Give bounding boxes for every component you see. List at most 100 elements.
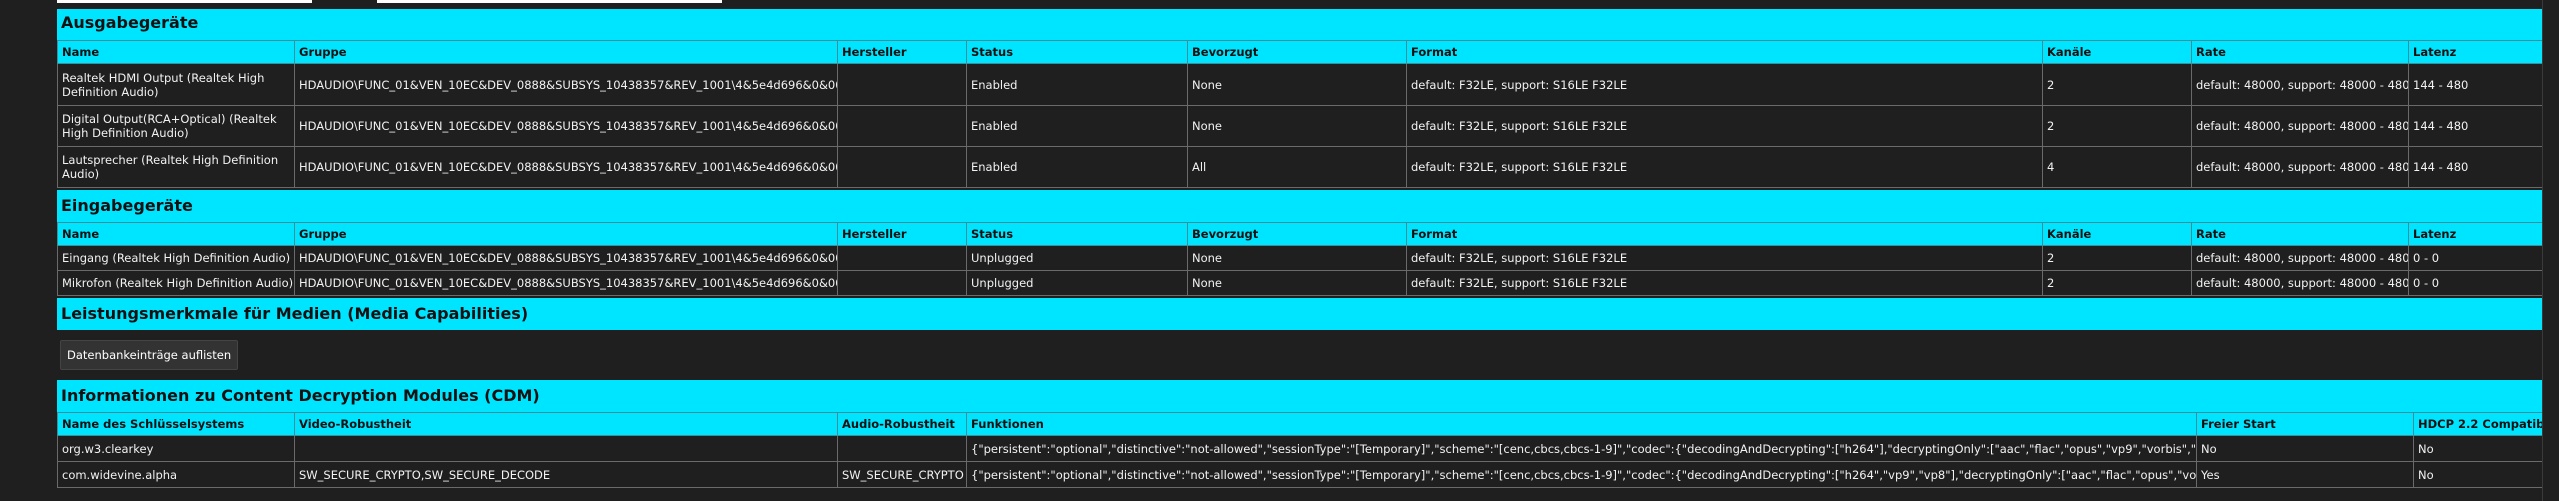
- cdm-header-row: Name des Schlüsselsystems Video-Robusthe…: [57, 412, 2544, 436]
- device-group: HDAUDIO\FUNC_01&VEN_10EC&DEV_0888&SUBSYS…: [294, 146, 838, 188]
- device-status: Unplugged: [966, 270, 1188, 296]
- table-row: Realtek HDMI Output (Realtek High Defini…: [57, 63, 2544, 106]
- input-devices-table: Name Gruppe Hersteller Status Bevorzugt …: [57, 222, 2544, 296]
- previous-table-edge: [57, 0, 312, 3]
- col-vendor: Hersteller: [837, 40, 967, 64]
- device-format: default: F32LE, support: S16LE F32LE: [1406, 105, 2043, 147]
- col-preferred: Bevorzugt: [1187, 222, 1407, 246]
- device-group: HDAUDIO\FUNC_01&VEN_10EC&DEV_0888&SUBSYS…: [294, 270, 838, 296]
- device-preferred: None: [1187, 105, 1407, 147]
- video-robustness: [294, 435, 838, 462]
- device-name: Mikrofon (Realtek High Definition Audio): [57, 270, 295, 296]
- col-audio-robustness: Audio-Robustheit: [837, 412, 967, 436]
- device-latency: 144 - 480: [2408, 63, 2544, 106]
- col-channels: Kanäle: [2042, 222, 2192, 246]
- device-status: Enabled: [966, 146, 1188, 188]
- device-rate: default: 48000, support: 48000 - 48000: [2191, 245, 2409, 271]
- col-channels: Kanäle: [2042, 40, 2192, 64]
- device-vendor: [837, 105, 967, 147]
- device-group: HDAUDIO\FUNC_01&VEN_10EC&DEV_0888&SUBSYS…: [294, 105, 838, 147]
- clear-lead: Yes: [2196, 461, 2414, 488]
- col-rate: Rate: [2191, 40, 2409, 64]
- input-devices-heading: Eingabegeräte: [57, 190, 2543, 222]
- capabilities: {"persistent":"optional","distinctive":"…: [966, 461, 2197, 488]
- col-group: Gruppe: [294, 222, 838, 246]
- key-system-name: org.w3.clearkey: [57, 435, 295, 462]
- device-latency: 0 - 0: [2408, 270, 2544, 296]
- col-format: Format: [1406, 222, 2043, 246]
- col-vendor: Hersteller: [837, 222, 967, 246]
- device-name: Digital Output(RCA+Optical) (Realtek Hig…: [57, 105, 295, 147]
- device-name: Realtek HDMI Output (Realtek High Defini…: [57, 63, 295, 106]
- device-channels: 2: [2042, 105, 2192, 147]
- hdcp-compatible: No: [2413, 435, 2544, 462]
- col-capabilities: Funktionen: [966, 412, 2197, 436]
- device-group: HDAUDIO\FUNC_01&VEN_10EC&DEV_0888&SUBSYS…: [294, 245, 838, 271]
- output-devices-heading: Ausgabegeräte: [57, 9, 2543, 45]
- table-row: Eingang (Realtek High Definition Audio) …: [57, 245, 2544, 271]
- table-row: org.w3.clearkey {"persistent":"optional"…: [57, 435, 2544, 462]
- device-rate: default: 48000, support: 48000 - 48000: [2191, 105, 2409, 147]
- table-row: Digital Output(RCA+Optical) (Realtek Hig…: [57, 105, 2544, 147]
- device-format: default: F32LE, support: S16LE F32LE: [1406, 146, 2043, 188]
- col-video-robustness: Video-Robustheit: [294, 412, 838, 436]
- device-latency: 144 - 480: [2408, 105, 2544, 147]
- device-latency: 144 - 480: [2408, 146, 2544, 188]
- device-vendor: [837, 146, 967, 188]
- device-latency: 0 - 0: [2408, 245, 2544, 271]
- device-vendor: [837, 270, 967, 296]
- device-preferred: None: [1187, 270, 1407, 296]
- col-clear-lead: Freier Start: [2196, 412, 2414, 436]
- device-channels: 2: [2042, 63, 2192, 106]
- list-database-entries-button[interactable]: Datenbankeinträge auflisten: [60, 340, 239, 370]
- col-rate: Rate: [2191, 222, 2409, 246]
- video-robustness: SW_SECURE_CRYPTO,SW_SECURE_DECODE: [294, 461, 838, 488]
- media-capabilities-section: Datenbankeinträge auflisten: [57, 330, 2543, 378]
- device-status: Enabled: [966, 63, 1188, 106]
- media-capabilities-heading: Leistungsmerkmale für Medien (Media Capa…: [57, 298, 2543, 330]
- device-format: default: F32LE, support: S16LE F32LE: [1406, 245, 2043, 271]
- device-name: Eingang (Realtek High Definition Audio): [57, 245, 295, 271]
- about-support-page: Ausgabegeräte Name Gruppe Hersteller Sta…: [57, 0, 2544, 501]
- table-row: Lautsprecher (Realtek High Definition Au…: [57, 146, 2544, 188]
- col-hdcp: HDCP 2.2 Compatible: [2413, 412, 2544, 436]
- device-format: default: F32LE, support: S16LE F32LE: [1406, 270, 2043, 296]
- device-rate: default: 48000, support: 48000 - 48000: [2191, 270, 2409, 296]
- clear-lead: No: [2196, 435, 2414, 462]
- col-preferred: Bevorzugt: [1187, 40, 1407, 64]
- device-vendor: [837, 63, 967, 106]
- device-format: default: F32LE, support: S16LE F32LE: [1406, 63, 2043, 106]
- device-channels: 4: [2042, 146, 2192, 188]
- cdm-table: Name des Schlüsselsystems Video-Robusthe…: [57, 412, 2544, 488]
- col-name: Name: [57, 40, 295, 64]
- device-channels: 2: [2042, 270, 2192, 296]
- device-rate: default: 48000, support: 48000 - 48000: [2191, 146, 2409, 188]
- previous-table-edge-2: [377, 0, 722, 3]
- col-latency: Latenz: [2408, 40, 2544, 64]
- device-status: Enabled: [966, 105, 1188, 147]
- device-status: Unplugged: [966, 245, 1188, 271]
- col-format: Format: [1406, 40, 2043, 64]
- device-preferred: None: [1187, 245, 1407, 271]
- scrollbar-track[interactable]: [2542, 0, 2559, 501]
- col-status: Status: [966, 222, 1188, 246]
- col-latency: Latenz: [2408, 222, 2544, 246]
- key-system-name: com.widevine.alpha: [57, 461, 295, 488]
- col-group: Gruppe: [294, 40, 838, 64]
- cdm-heading: Informationen zu Content Decryption Modu…: [57, 380, 2543, 412]
- audio-robustness: [837, 435, 967, 462]
- table-row: Mikrofon (Realtek High Definition Audio)…: [57, 270, 2544, 296]
- col-key-system: Name des Schlüsselsystems: [57, 412, 295, 436]
- output-devices-table: Name Gruppe Hersteller Status Bevorzugt …: [57, 40, 2544, 188]
- output-header-row: Name Gruppe Hersteller Status Bevorzugt …: [57, 40, 2544, 64]
- previous-section-edge: [57, 0, 2543, 9]
- col-name: Name: [57, 222, 295, 246]
- device-vendor: [837, 245, 967, 271]
- capabilities: {"persistent":"optional","distinctive":"…: [966, 435, 2197, 462]
- input-header-row: Name Gruppe Hersteller Status Bevorzugt …: [57, 222, 2544, 246]
- device-channels: 2: [2042, 245, 2192, 271]
- hdcp-compatible: No: [2413, 461, 2544, 488]
- device-group: HDAUDIO\FUNC_01&VEN_10EC&DEV_0888&SUBSYS…: [294, 63, 838, 106]
- audio-robustness: SW_SECURE_CRYPTO: [837, 461, 967, 488]
- device-rate: default: 48000, support: 48000 - 48000: [2191, 63, 2409, 106]
